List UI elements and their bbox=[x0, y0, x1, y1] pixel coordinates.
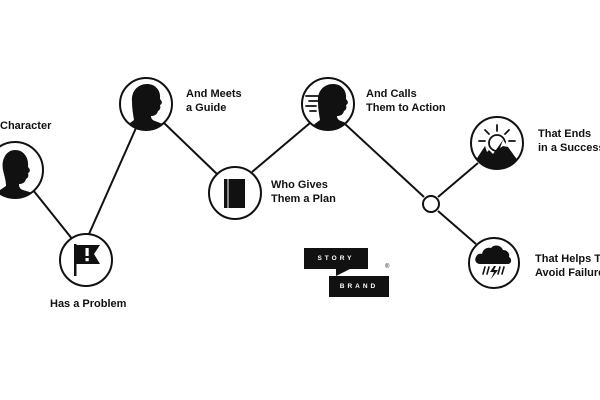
action-node bbox=[301, 77, 355, 131]
label-line: Them to Action bbox=[366, 102, 446, 114]
label-meets-a-guide: And Meets a Guide bbox=[186, 87, 242, 115]
label-calls-to-action: And Calls Them to Action bbox=[366, 87, 446, 115]
guide-node bbox=[119, 77, 173, 131]
person-silhouette-icon bbox=[0, 150, 42, 198]
problem-node bbox=[59, 233, 113, 287]
logo-story-box: STORY bbox=[304, 248, 368, 269]
label-line: Avoid Failure bbox=[535, 267, 600, 279]
warning-flag-icon bbox=[74, 244, 100, 276]
sunrise-mountain-icon bbox=[471, 124, 523, 169]
success-node bbox=[470, 116, 524, 170]
path-segment bbox=[162, 121, 218, 175]
label-line: in a Success bbox=[538, 142, 600, 154]
registered-mark: ® bbox=[385, 264, 390, 270]
character-node bbox=[0, 141, 44, 199]
label-line: And Calls bbox=[366, 88, 417, 100]
plan-node bbox=[208, 166, 262, 220]
journey-path bbox=[32, 121, 479, 245]
label-line: Who Gives bbox=[271, 179, 328, 191]
path-segment bbox=[437, 210, 477, 245]
logo-brand-box: BRAND bbox=[329, 276, 389, 297]
label-line: That Helps Th bbox=[535, 253, 600, 265]
calling-person-icon bbox=[306, 84, 354, 130]
label-gives-a-plan: Who Gives Them a Plan bbox=[271, 178, 336, 206]
label-line: And Meets bbox=[186, 88, 242, 100]
label-line: Them a Plan bbox=[271, 193, 336, 205]
storm-cloud-icon bbox=[475, 245, 512, 279]
path-segment bbox=[251, 122, 311, 173]
path-segment bbox=[88, 127, 137, 235]
label-ends-in-success: That Ends in a Success bbox=[538, 127, 600, 155]
label-character: Character bbox=[0, 120, 52, 132]
path-segment bbox=[437, 162, 479, 198]
label-line: a Guide bbox=[186, 102, 227, 114]
guide-silhouette-icon bbox=[120, 84, 172, 130]
path-segment bbox=[32, 189, 74, 241]
path-segment bbox=[344, 123, 425, 198]
label-avoid-failure: That Helps Th Avoid Failure bbox=[535, 252, 600, 280]
junction-node bbox=[422, 195, 440, 213]
failure-node bbox=[468, 237, 520, 289]
speech-lines-icon bbox=[305, 95, 319, 112]
label-has-a-problem: Has a Problem bbox=[50, 298, 127, 310]
label-line: That Ends bbox=[538, 128, 592, 140]
plan-book-icon bbox=[224, 179, 245, 208]
